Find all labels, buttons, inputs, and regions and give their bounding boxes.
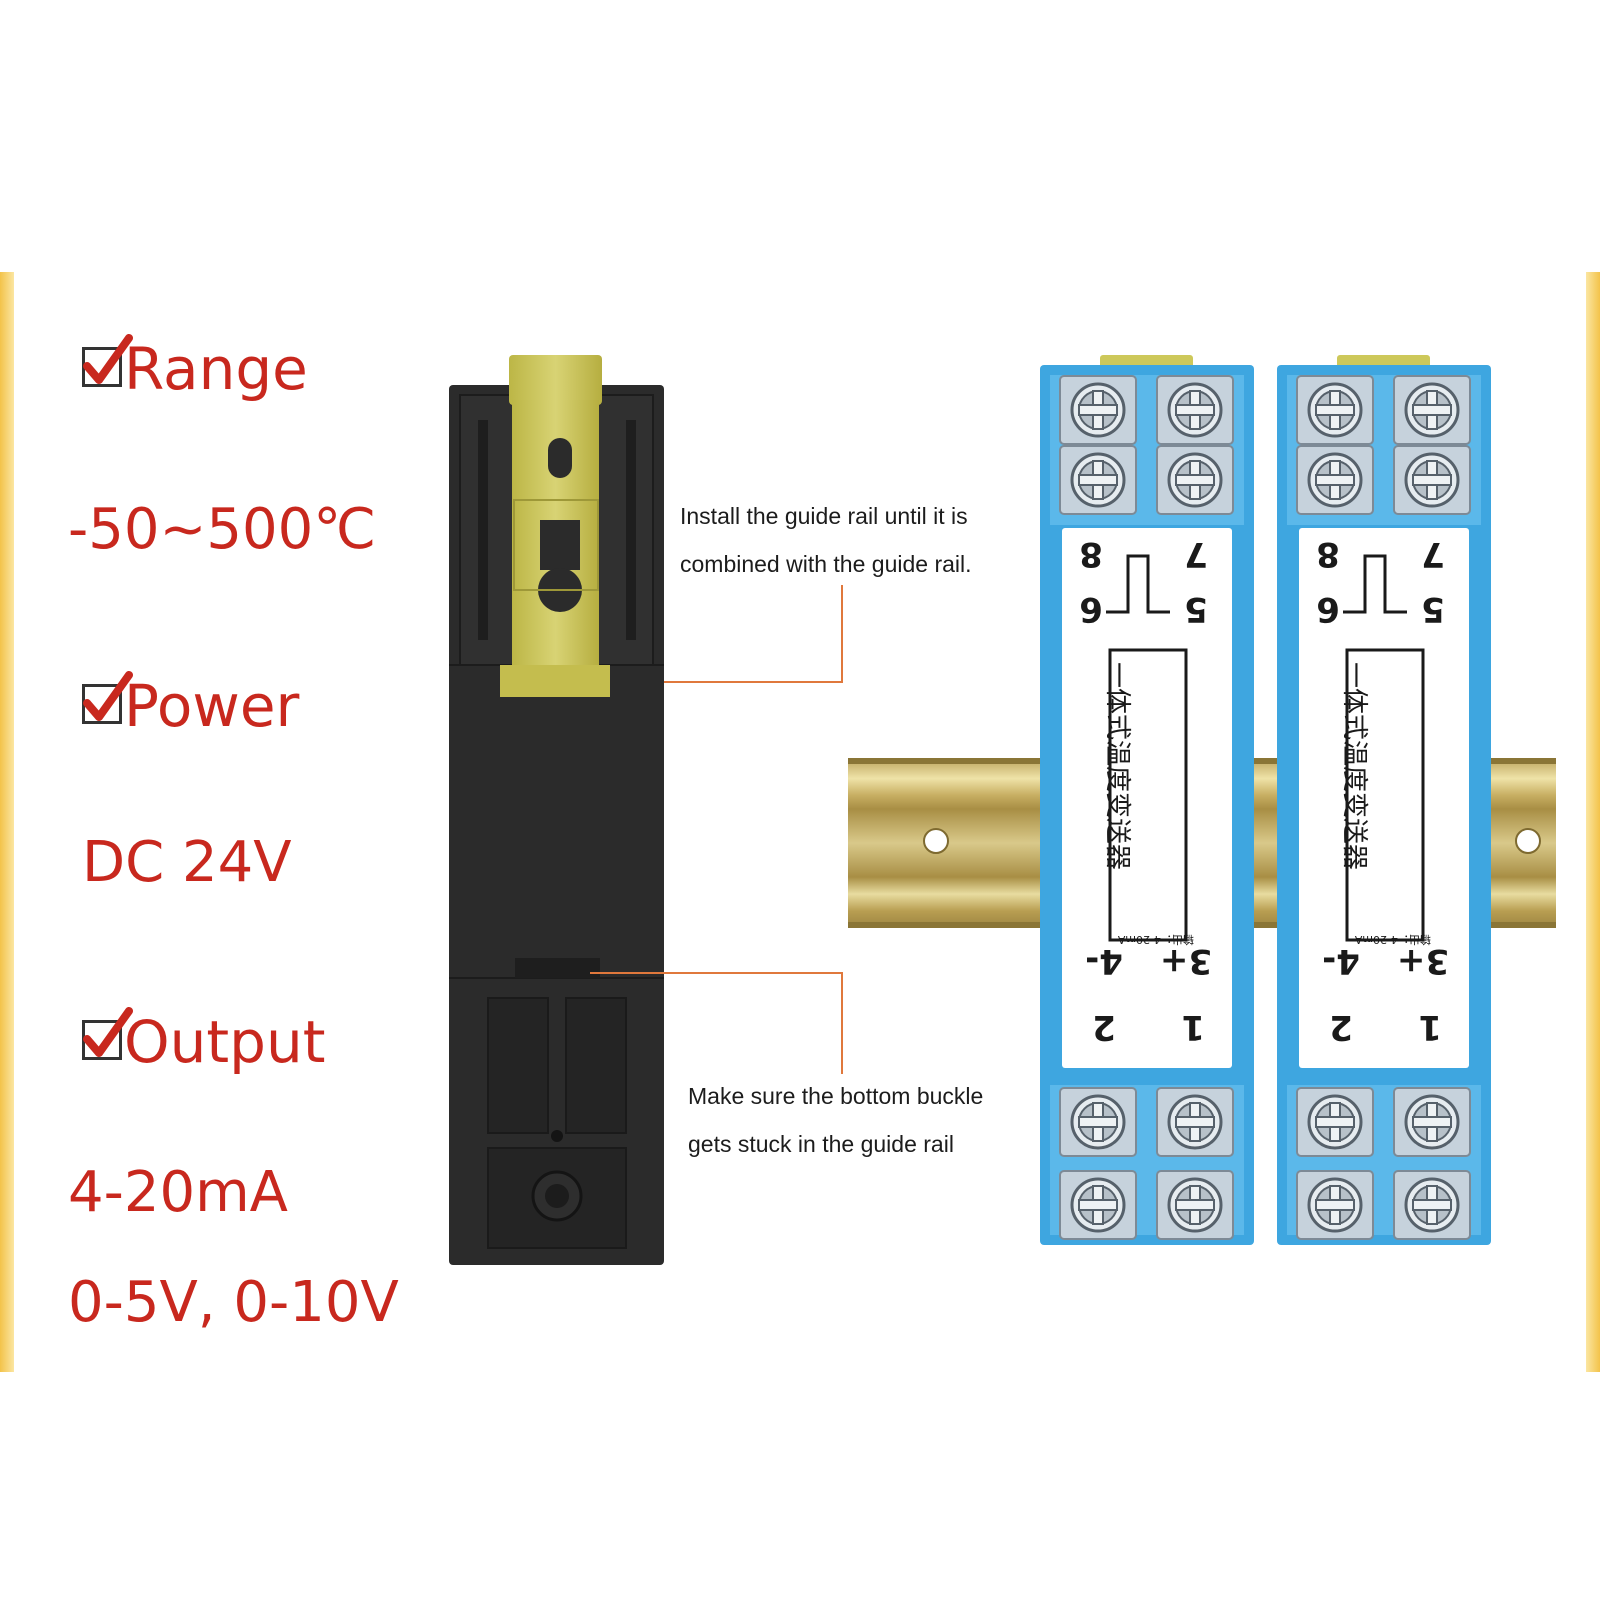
blue-module-1	[1040, 355, 1254, 1245]
checkmark-icon	[82, 1007, 133, 1060]
callout-buckle-bottom: Make sure the bottom buckle gets stuck i…	[688, 1072, 983, 1168]
terminal-screw-icon	[1058, 444, 1138, 516]
module-2-terminal-2: 2	[1329, 1007, 1353, 1047]
spec-range-heading: Range	[82, 334, 308, 403]
terminal-screw-icon	[1295, 444, 1375, 516]
frame-right-bar	[1586, 272, 1600, 1372]
terminal-screw-icon	[1295, 1086, 1375, 1158]
module-2-terminal-1: 1	[1418, 1007, 1442, 1047]
terminal-screw-icon	[1155, 1169, 1235, 1241]
terminal-screw-icon	[1295, 374, 1375, 446]
callout-line-bottom	[590, 972, 843, 1074]
spec-output-label: Output	[124, 1008, 326, 1076]
spec-power-value: DC 24V	[82, 830, 292, 895]
terminal-screw-icon	[1155, 444, 1235, 516]
module-1-terminal-5: 5	[1184, 589, 1208, 629]
spec-power-label: Power	[124, 672, 300, 740]
callout-install-line-2: combined with the guide rail.	[680, 551, 972, 577]
rail-hole	[923, 828, 949, 854]
module-2-terminal-4: 4-	[1322, 941, 1360, 981]
terminal-screw-icon	[1392, 1169, 1472, 1241]
bottom-buckle	[515, 958, 600, 978]
checkmark-icon	[82, 334, 133, 387]
checkmark-icon	[82, 671, 133, 724]
module-1-product-name: 一体式温度变送器	[1102, 662, 1132, 870]
callout-buckle-line-1: Make sure the bottom buckle	[688, 1083, 984, 1109]
spec-range-value: -50~500℃	[68, 497, 377, 562]
terminal-screw-icon	[1392, 444, 1472, 516]
terminal-screw-icon	[1058, 1086, 1138, 1158]
module-2-terminal-3: 3+	[1397, 941, 1449, 981]
terminal-screw-icon	[1058, 374, 1138, 446]
terminal-screw-icon	[1392, 374, 1472, 446]
terminal-screw-icon	[1155, 374, 1235, 446]
callout-buckle-line-2: gets stuck in the guide rail	[688, 1131, 954, 1157]
callout-install-top: Install the guide rail until it is combi…	[680, 492, 972, 588]
module-1-terminal-6: 6	[1079, 589, 1103, 629]
module-1-terminal-1: 1	[1181, 1007, 1205, 1047]
spec-power-heading: Power	[82, 671, 300, 740]
module-1-terminal-3: 3+	[1160, 941, 1212, 981]
callout-line-top	[664, 585, 843, 683]
spec-output-heading: Output	[82, 1007, 326, 1076]
module-2-terminal-5: 5	[1421, 589, 1445, 629]
callout-install-line-1: Install the guide rail until it is	[680, 503, 968, 529]
frame-left-bar	[0, 272, 14, 1372]
terminal-screw-icon	[1058, 1169, 1138, 1241]
module-2-terminal-7: 7	[1421, 534, 1445, 574]
terminal-screw-icon	[1295, 1169, 1375, 1241]
module-back-view	[449, 355, 664, 1265]
module-2-product-name: 一体式温度变送器	[1339, 662, 1369, 870]
spec-output-value-voltage: 0-5V, 0-10V	[68, 1270, 399, 1335]
module-1-terminal-4: 4-	[1085, 941, 1123, 981]
module-2-output-label: 输出：4-20mA	[1354, 933, 1431, 947]
module-1-terminal-8: 8	[1079, 534, 1103, 574]
top-mounting-clip	[509, 355, 602, 405]
module-1-output-label: 输出：4-20mA	[1117, 933, 1194, 947]
module-1-terminal-7: 7	[1184, 534, 1208, 574]
module-2-terminal-6: 6	[1316, 589, 1340, 629]
terminal-screw-icon	[1155, 1086, 1235, 1158]
terminal-screw-icon	[1392, 1086, 1472, 1158]
module-1-terminal-2: 2	[1092, 1007, 1116, 1047]
blue-module-2	[1277, 355, 1491, 1245]
spec-range-label: Range	[124, 335, 308, 403]
spec-output-value-current: 4-20mA	[68, 1160, 288, 1225]
rail-hole	[1515, 828, 1541, 854]
module-2-terminal-8: 8	[1316, 534, 1340, 574]
